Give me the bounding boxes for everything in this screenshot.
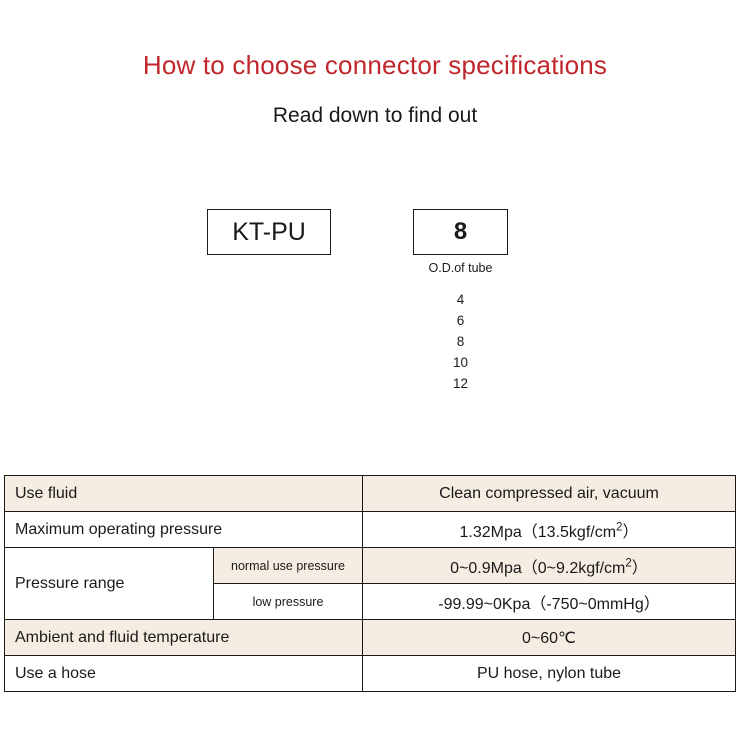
page-subtitle: Read down to find out [272, 104, 478, 127]
value-paren-close: ） [631, 559, 648, 577]
spec-sublabel-low-pressure: low pressure [213, 583, 363, 620]
table-row: Use fluid Clean compressed air, vacuum [4, 475, 736, 512]
value-paren-close: ） [622, 523, 639, 541]
table-row: Ambient and fluid temperature 0~60℃ [4, 619, 736, 656]
tube-size-option: 10 [452, 355, 469, 370]
tube-size-option: 12 [452, 376, 469, 391]
tube-size-option: 6 [456, 313, 465, 328]
spec-label-use-fluid: Use fluid [4, 475, 363, 512]
value-paren-open: （0~9.2kgf/cm [521, 559, 626, 577]
specification-table: Use fluid Clean compressed air, vacuum M… [4, 475, 736, 692]
spec-label-use-a-hose: Use a hose [4, 655, 363, 692]
table-row: Use a hose PU hose, nylon tube [4, 655, 736, 692]
spec-value-max-operating-pressure: 1.32Mpa（13.5kgf/cm2） [362, 511, 736, 548]
spec-value-use-fluid: Clean compressed air, vacuum [362, 475, 736, 512]
spec-value-low-pressure: -99.99~0Kpa（-750~0mmHg） [362, 583, 736, 620]
value-superscript: 2 [616, 521, 623, 534]
table-row: Pressure range normal use pressure 0~0.9… [4, 547, 736, 620]
value-paren-open: （13.5kgf/cm [521, 523, 617, 541]
value-main: 1.32Mpa [459, 523, 522, 541]
tube-size-option: 4 [456, 292, 465, 307]
spec-value-ambient-fluid-temperature: 0~60℃ [362, 619, 736, 656]
spec-value-normal-use-pressure: 0~0.9Mpa（0~9.2kgf/cm2） [362, 547, 736, 584]
spec-label-pressure-range: Pressure range [4, 547, 214, 620]
series-code-box: KT-PU [207, 209, 331, 255]
value-main: 0~0.9Mpa [450, 559, 522, 577]
value-superscript: 2 [625, 557, 632, 570]
tube-size-option: 8 [456, 334, 465, 349]
spec-label-ambient-fluid-temperature: Ambient and fluid temperature [4, 619, 363, 656]
tube-size-code-box: 8 [413, 209, 508, 255]
spec-sublabel-normal-use-pressure: normal use pressure [213, 547, 363, 584]
tube-size-option-list: 4 6 8 10 12 [395, 289, 526, 394]
page-title: How to choose connector specifications [142, 50, 608, 80]
table-row: Maximum operating pressure 1.32Mpa（13.5k… [4, 511, 736, 548]
spec-value-use-a-hose: PU hose, nylon tube [362, 655, 736, 692]
tube-size-caption: O.D.of tube [428, 261, 493, 275]
spec-label-max-operating-pressure: Maximum operating pressure [4, 511, 363, 548]
